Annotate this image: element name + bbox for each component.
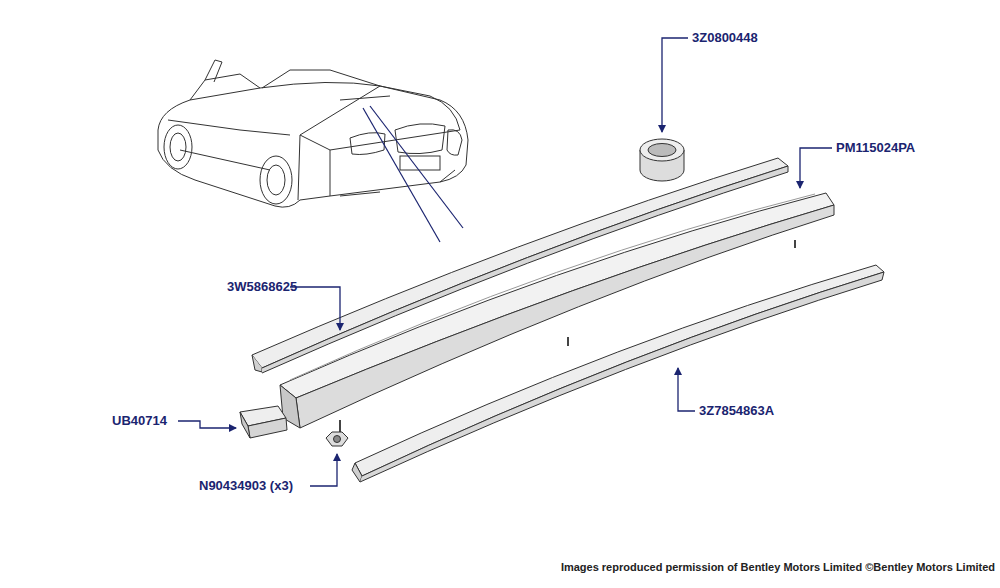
- part-number: 3Z7854863A: [699, 403, 774, 419]
- leader-lines: [178, 38, 832, 486]
- lower-strip: [352, 265, 884, 482]
- part-number: PM115024PA: [836, 140, 915, 156]
- ring-part: [640, 139, 684, 181]
- part-number: N90434903 (x3): [199, 478, 293, 494]
- part-number: UB40714: [112, 413, 167, 429]
- part-number: 3W5868625: [227, 279, 297, 295]
- nut: [326, 432, 348, 446]
- car-illustration: [158, 60, 468, 207]
- end-cap: [240, 406, 287, 438]
- trim-strip: [252, 158, 788, 373]
- part-number: 3Z0800448: [692, 30, 758, 46]
- copyright-note: Images reproduced permission of Bentley …: [561, 559, 995, 575]
